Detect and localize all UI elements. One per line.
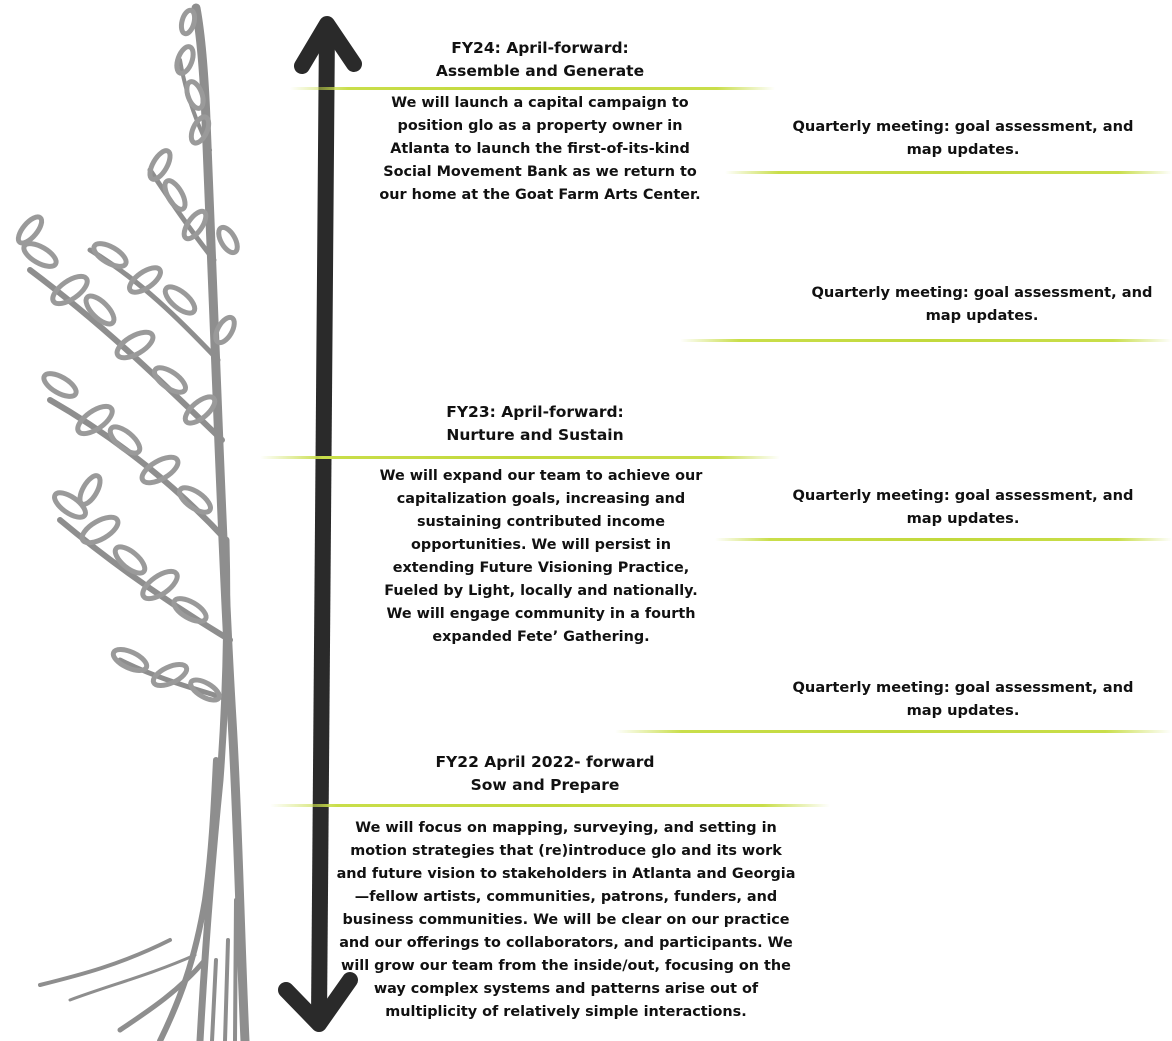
milestone-heading-fy24: FY24: April-forward: Assemble and Genera… (330, 37, 750, 83)
quarterly-line: map updates. (925, 307, 1039, 324)
divider-line (290, 87, 775, 90)
description-line: business communities. We will be clear o… (342, 912, 790, 928)
quarterly-meeting-note: Quarterly meeting: goal assessment, and … (770, 676, 1156, 722)
divider-line (725, 171, 1172, 174)
milestone-title: FY23: April-forward: (446, 403, 624, 421)
description-line: our home at the Goat Farm Arts Center. (379, 187, 701, 203)
description-line: sustaining contributed income (416, 514, 666, 530)
milestone-description-fy22: We will focus on mapping, surveying, and… (326, 817, 806, 1024)
description-line: —fellow artists, communities, patrons, f… (354, 889, 778, 905)
description-line: motion strategies that (re)introduce glo… (350, 843, 782, 859)
description-line: way complex systems and patterns arise o… (373, 981, 759, 997)
description-line: opportunities. We will persist in (411, 537, 671, 553)
description-line: Social Movement Bank as we return to (383, 164, 697, 180)
quarterly-line: map updates. (906, 702, 1020, 719)
quarterly-line: Quarterly meeting: goal assessment, and (792, 487, 1134, 504)
description-line: We will engage community in a fourth (386, 606, 696, 622)
description-line: We will expand our team to achieve our (379, 468, 703, 484)
divider-line (715, 538, 1172, 541)
quarterly-line: map updates. (906, 510, 1020, 527)
description-line: expanded Fete’ Gathering. (432, 629, 650, 645)
description-line: multiplicity of relatively simple intera… (385, 1004, 747, 1020)
quarterly-line: Quarterly meeting: goal assessment, and (792, 679, 1134, 696)
divider-line (260, 456, 780, 459)
description-line: Atlanta to launch the first-of-its-kind (390, 141, 690, 157)
milestone-subtitle: Assemble and Generate (435, 62, 645, 80)
description-line: and future vision to stakeholders in Atl… (336, 866, 796, 882)
divider-line (270, 804, 830, 807)
description-line: extending Future Visioning Practice, (392, 560, 690, 576)
milestone-heading-fy23: FY23: April-forward: Nurture and Sustain (330, 401, 740, 447)
description-line: capitalization goals, increasing and (396, 491, 686, 507)
divider-line (680, 339, 1172, 342)
milestone-title: FY24: April-forward: (451, 39, 629, 57)
description-line: We will focus on mapping, surveying, and… (355, 820, 777, 836)
double-headed-arrow-icon (278, 16, 362, 1032)
divider-line (615, 730, 1172, 733)
milestone-subtitle: Sow and Prepare (470, 776, 620, 794)
description-line: position glo as a property owner in (397, 118, 683, 134)
quarterly-line: Quarterly meeting: goal assessment, and (811, 284, 1153, 301)
milestone-subtitle: Nurture and Sustain (446, 426, 624, 444)
description-line: We will launch a capital campaign to (391, 95, 689, 111)
tree-sketch-icon (15, 3, 250, 1041)
milestone-description-fy24: We will launch a capital campaign to pos… (330, 92, 750, 207)
description-line: and our offerings to collaborators, and … (339, 935, 793, 951)
milestone-title: FY22 April 2022- forward (435, 753, 655, 771)
quarterly-line: map updates. (906, 141, 1020, 158)
quarterly-meeting-note: Quarterly meeting: goal assessment, and … (792, 281, 1172, 327)
milestone-description-fy23: We will expand our team to achieve our c… (336, 465, 746, 649)
description-line: Fueled by Light, locally and nationally. (384, 583, 698, 599)
milestone-heading-fy22: FY22 April 2022- forward Sow and Prepare (330, 751, 760, 797)
quarterly-line: Quarterly meeting: goal assessment, and (792, 118, 1134, 135)
quarterly-meeting-note: Quarterly meeting: goal assessment, and … (770, 115, 1156, 161)
description-line: will grow our team from the inside/out, … (341, 958, 791, 974)
quarterly-meeting-note: Quarterly meeting: goal assessment, and … (770, 484, 1156, 530)
